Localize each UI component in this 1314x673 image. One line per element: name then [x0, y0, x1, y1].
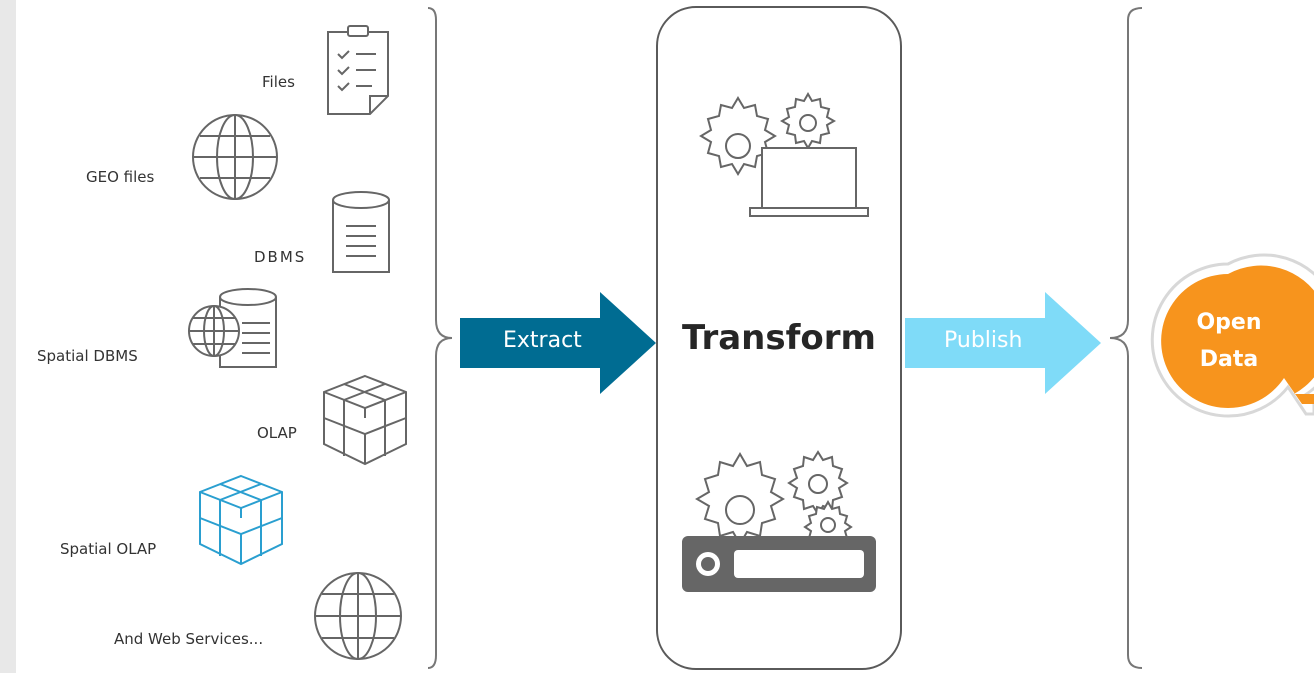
- spatial-olap-label: Spatial OLAP: [60, 540, 157, 558]
- database-icon: [332, 191, 390, 273]
- olap-label: OLAP: [257, 424, 297, 442]
- open-data-line2: Data: [1199, 347, 1259, 372]
- open-data-line1: Open: [1196, 310, 1262, 335]
- files-label: Files: [262, 73, 295, 91]
- gears-server-icon: [682, 450, 876, 592]
- web-services-label: And Web Services...: [114, 630, 264, 648]
- spatial-dbms-label: Spatial DBMS: [37, 347, 138, 365]
- extract-arrow: [460, 292, 656, 394]
- globe-database-icon: [188, 288, 277, 368]
- publish-label: Publish: [944, 328, 1023, 353]
- web-globe-icon: [314, 572, 402, 660]
- dbms-label: DBMS: [254, 248, 307, 266]
- publish-arrow: [905, 292, 1101, 394]
- geo-files-label: GEO files: [86, 168, 155, 186]
- open-data-bubble: [1150, 253, 1314, 418]
- cube-icon: [323, 374, 407, 466]
- gears-laptop-icon: [699, 91, 869, 217]
- sources-brace: [427, 7, 453, 669]
- clipboard-icon: [327, 25, 389, 115]
- transform-label: Transform: [682, 318, 876, 358]
- spatial-cube-icon: [199, 474, 283, 566]
- extract-label: Extract: [503, 328, 582, 353]
- open-data-brace: [1109, 7, 1143, 669]
- globe-icon: [192, 114, 278, 200]
